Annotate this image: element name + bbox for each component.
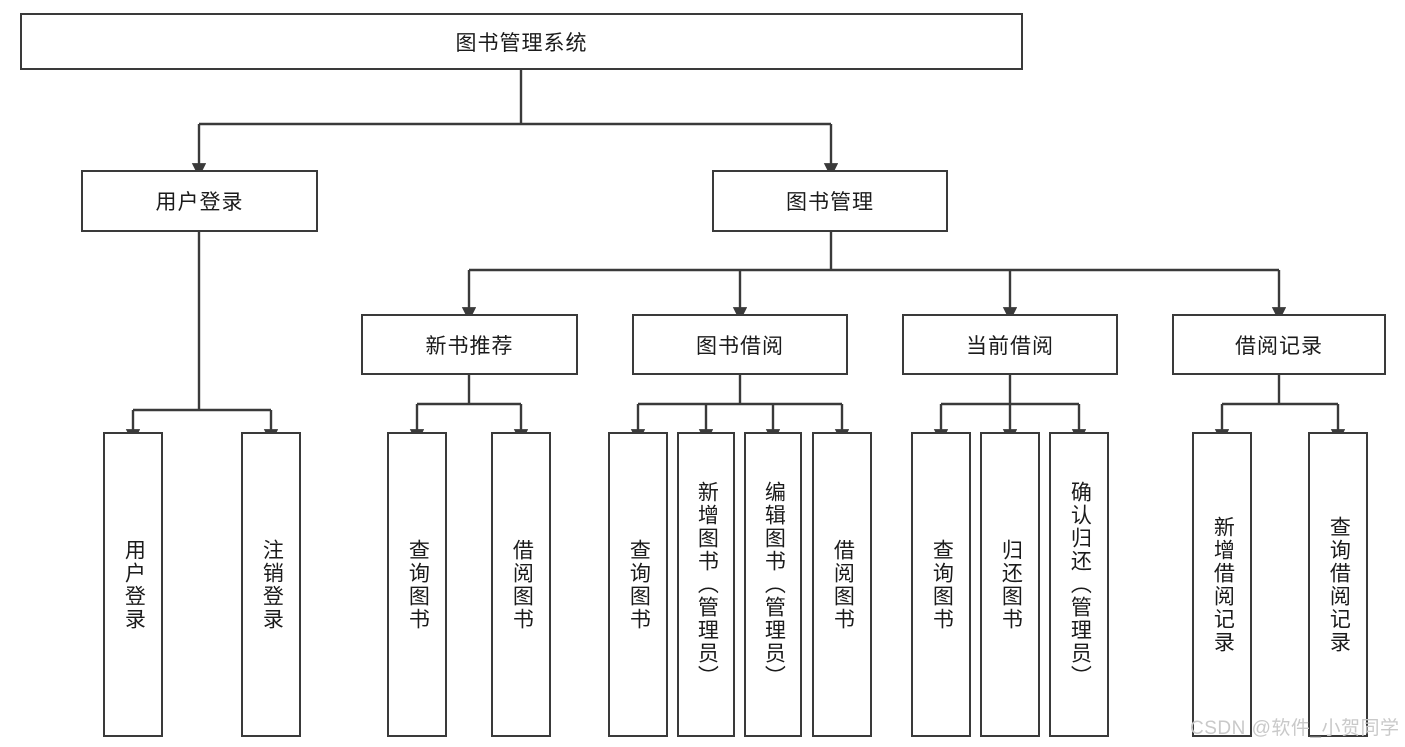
node-label: 查询借阅记录 (1327, 515, 1351, 654)
node-label: 图书管理系统 (455, 31, 588, 55)
csdn-watermark: CSDN @软件_小贺同学 (1190, 718, 1400, 739)
leaf-current-query-book[interactable]: 查询图书 (911, 432, 971, 737)
node-label: 借阅记录 (1235, 334, 1323, 358)
leaf-borrow-add-book-admin[interactable]: 新增图书（管理员） (677, 432, 735, 737)
leaf-user-logout[interactable]: 注销登录 (241, 432, 301, 737)
node-book-borrow[interactable]: 图书借阅 (632, 314, 848, 375)
node-label: 查询图书 (930, 538, 954, 631)
node-label: 图书借阅 (696, 334, 784, 358)
node-label: 确认归还（管理员） (1068, 481, 1092, 688)
node-label: 借阅图书 (510, 538, 534, 631)
node-user-login[interactable]: 用户登录 (81, 170, 318, 232)
leaf-recommend-query-book[interactable]: 查询图书 (387, 432, 447, 737)
leaf-current-return-book[interactable]: 归还图书 (980, 432, 1040, 737)
leaf-record-query-borrow-record[interactable]: 查询借阅记录 (1308, 432, 1368, 737)
node-label: 图书管理 (786, 191, 874, 214)
node-label: 注销登录 (260, 538, 284, 631)
node-book-management-system[interactable]: 图书管理系统 (20, 13, 1023, 70)
node-label: 新增借阅记录 (1211, 515, 1235, 654)
leaf-borrow-edit-book-admin[interactable]: 编辑图书（管理员） (744, 432, 802, 737)
node-label: 新增图书（管理员） (695, 481, 719, 688)
node-label: 新书推荐 (425, 334, 514, 358)
leaf-borrow-query-book[interactable]: 查询图书 (608, 432, 668, 737)
node-label: 用户登录 (122, 538, 146, 631)
node-label: 用户登录 (155, 191, 244, 214)
node-current-borrow[interactable]: 当前借阅 (902, 314, 1118, 375)
node-borrow-record[interactable]: 借阅记录 (1172, 314, 1386, 375)
leaf-recommend-borrow-book[interactable]: 借阅图书 (491, 432, 551, 737)
leaf-current-confirm-return-admin[interactable]: 确认归还（管理员） (1049, 432, 1109, 737)
node-label: 借阅图书 (831, 538, 855, 631)
node-label: 归还图书 (999, 538, 1023, 631)
node-book-management[interactable]: 图书管理 (712, 170, 948, 232)
leaf-user-login[interactable]: 用户登录 (103, 432, 163, 737)
leaf-record-add-borrow-record[interactable]: 新增借阅记录 (1192, 432, 1252, 737)
node-label: 查询图书 (406, 538, 430, 631)
node-label: 编辑图书（管理员） (762, 481, 786, 688)
node-label: 当前借阅 (966, 334, 1054, 358)
node-new-book-recommend[interactable]: 新书推荐 (361, 314, 578, 375)
leaf-borrow-borrow-book[interactable]: 借阅图书 (812, 432, 872, 737)
node-label: 查询图书 (627, 538, 651, 631)
